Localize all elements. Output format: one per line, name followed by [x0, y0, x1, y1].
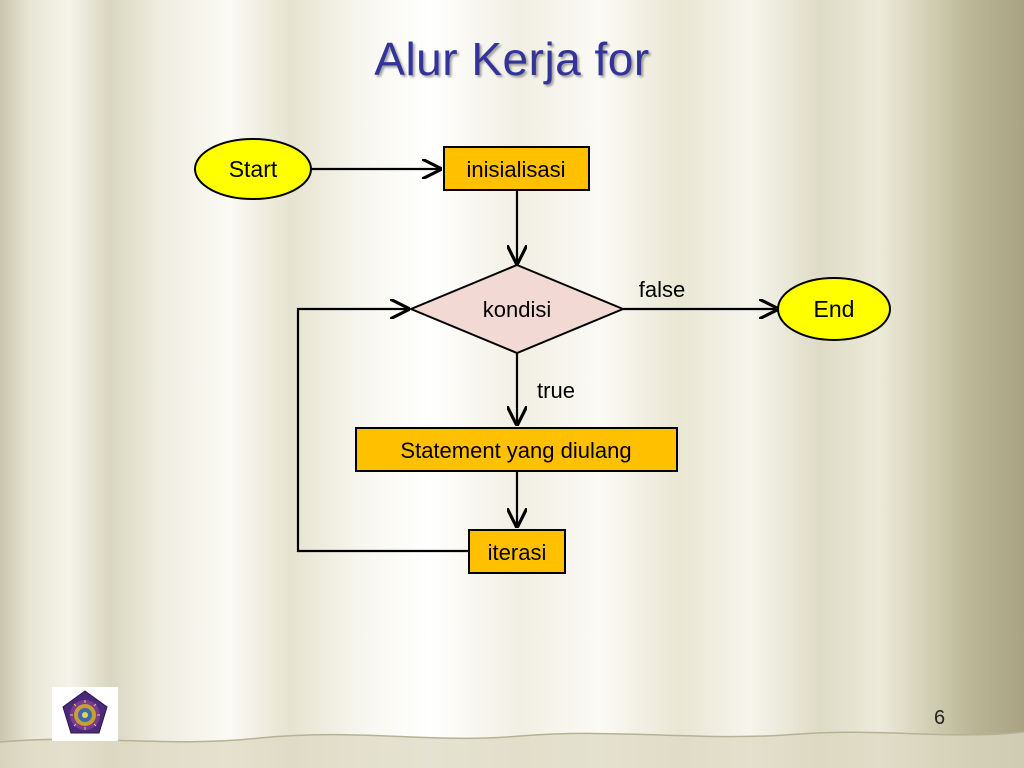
true-label: true [537, 378, 575, 403]
bottom-wave-decoration [0, 732, 1024, 768]
iteration-label: iterasi [488, 540, 547, 565]
false-label: false [639, 277, 685, 302]
bottom-wave-line [0, 731, 1024, 743]
start-terminal [194, 138, 312, 200]
init-label: inisialisasi [466, 157, 565, 182]
init-process-box [443, 146, 590, 191]
iteration-process-box [468, 529, 566, 574]
start-label: Start [229, 156, 278, 182]
logo [52, 687, 118, 741]
university-seal-icon [62, 690, 108, 734]
end-label: End [814, 296, 855, 322]
statement-label: Statement yang diulang [400, 438, 631, 463]
slide-title: Alur Kerja for [374, 33, 650, 85]
loop-back-arrow [296, 309, 469, 553]
page-number: 6 [934, 707, 946, 729]
statement-process-box [355, 427, 678, 472]
end-terminal [777, 277, 891, 341]
condition-label: kondisi [483, 297, 551, 322]
condition-decision [408, 263, 626, 355]
